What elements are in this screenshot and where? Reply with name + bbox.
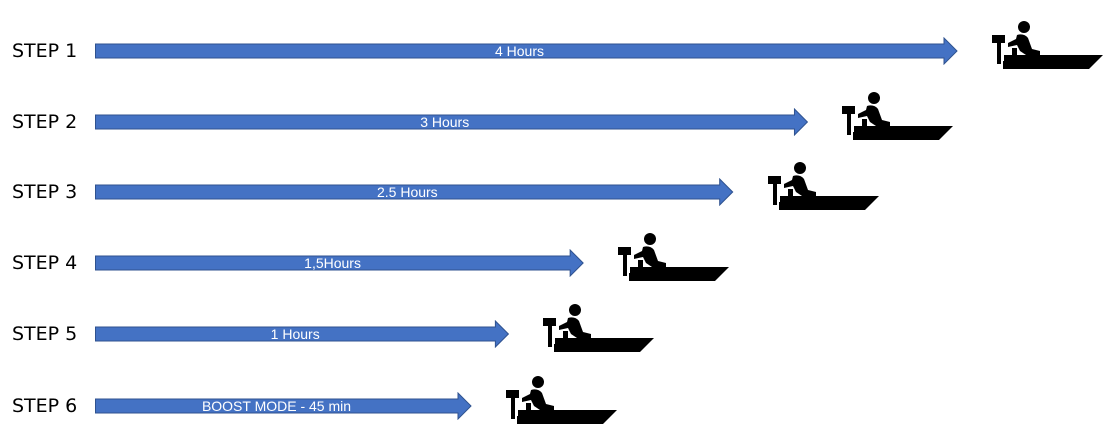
- step-label: STEP 3: [12, 181, 78, 203]
- person-at-boat-console-icon: [992, 21, 1103, 69]
- person-at-boat-console-icon: [543, 304, 655, 352]
- step-label: STEP 5: [12, 323, 78, 345]
- step-row-4: STEP 4 1,5Hours: [0, 233, 1104, 293]
- arrow-path: [95, 37, 958, 65]
- arrow-path: [95, 320, 510, 348]
- step-row-6: STEP 6 BOOST MODE - 45 min: [0, 376, 1104, 436]
- step-row-2: STEP 2 3 Hours: [0, 92, 1104, 152]
- arrow-shape: [95, 37, 958, 65]
- step-row-5: STEP 5 1 Hours: [0, 304, 1104, 364]
- duration-arrow: 3 Hours: [95, 108, 809, 136]
- arrow-shape: [95, 178, 734, 206]
- duration-arrow: 2.5 Hours: [95, 178, 734, 206]
- step-label: STEP 2: [12, 111, 78, 133]
- duration-arrow: 1 Hours: [95, 320, 510, 348]
- arrow-shape: [95, 320, 510, 348]
- arrow-shape: [95, 392, 472, 420]
- step-row-1: STEP 1 4 Hours: [0, 21, 1104, 81]
- step-row-3: STEP 3 2.5 Hours: [0, 162, 1104, 222]
- duration-arrow: 4 Hours: [95, 37, 958, 65]
- person-at-boat-console-icon: [842, 92, 954, 140]
- duration-arrow: 1,5Hours: [95, 249, 584, 277]
- person-at-boat-console-icon: [618, 233, 730, 281]
- arrow-path: [95, 249, 584, 277]
- duration-arrow: BOOST MODE - 45 min: [95, 392, 472, 420]
- step-label: STEP 4: [12, 252, 78, 274]
- arrow-shape: [95, 108, 809, 136]
- person-at-boat-console-icon: [506, 376, 617, 424]
- arrow-shape: [95, 249, 584, 277]
- arrow-path: [95, 392, 472, 420]
- person-at-boat-console-icon: [767, 162, 879, 210]
- arrow-path: [95, 108, 809, 136]
- step-label: STEP 1: [12, 40, 78, 62]
- step-label: STEP 6: [12, 395, 78, 417]
- arrow-path: [95, 178, 734, 206]
